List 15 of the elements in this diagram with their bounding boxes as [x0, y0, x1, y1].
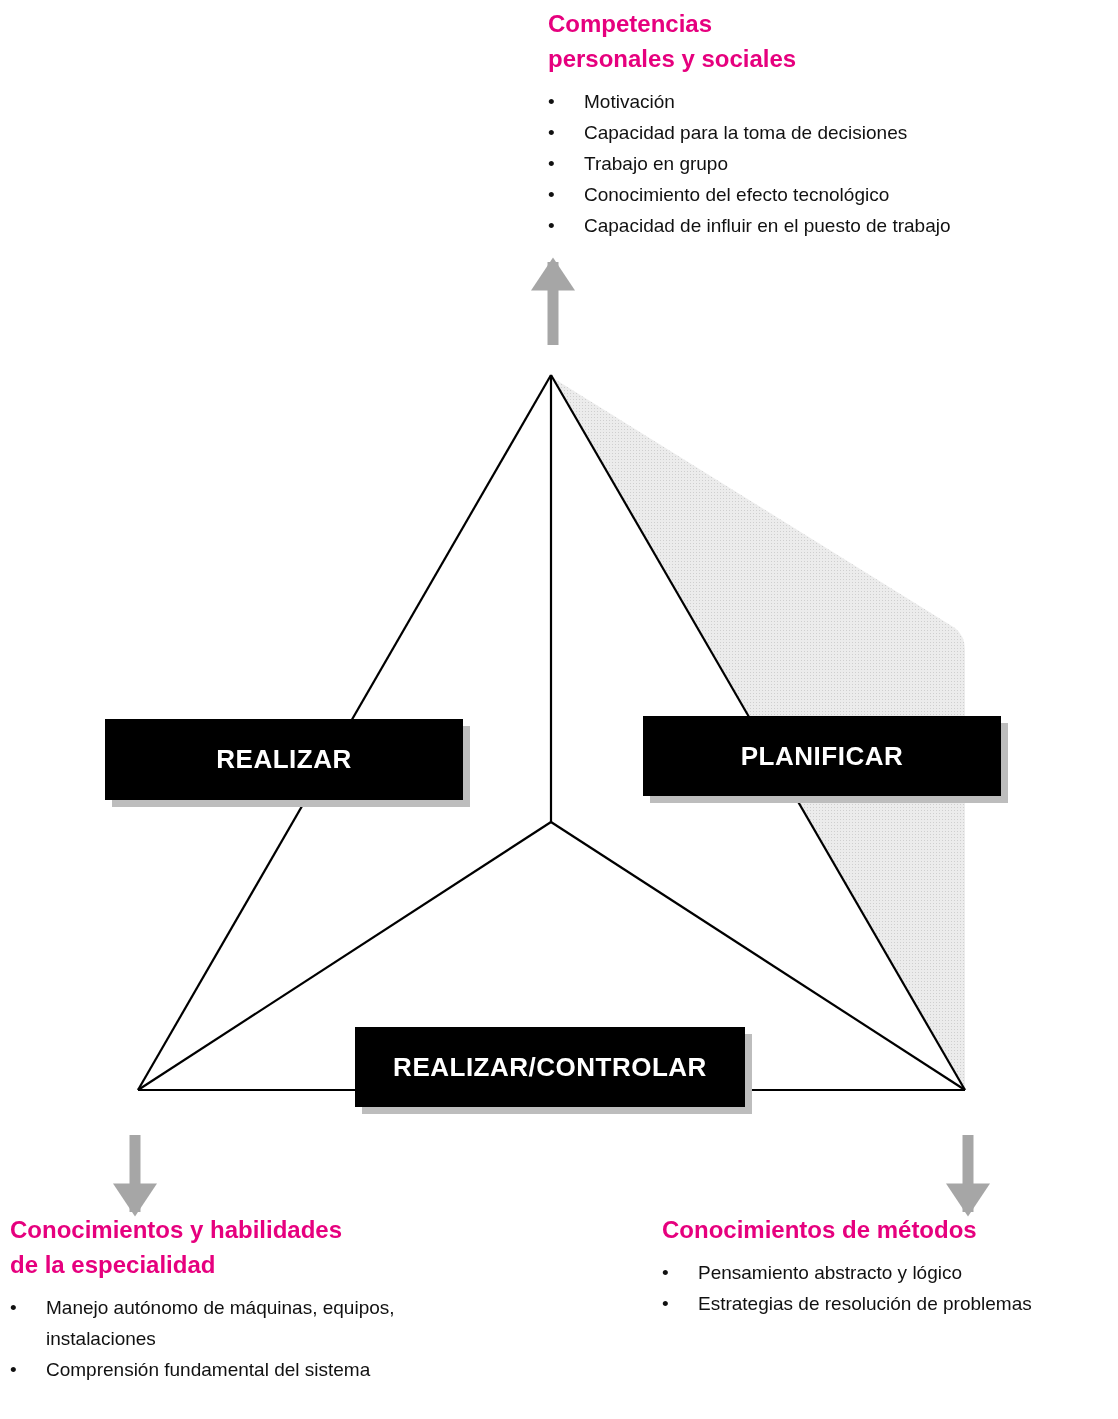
bullet-item: • Motivación	[548, 90, 676, 114]
bullet-item: • Estrategias de resolución de problemas	[662, 1292, 1033, 1316]
arrow	[946, 1135, 990, 1217]
bullet-item: • Trabajo en grupo	[548, 152, 729, 176]
bullet-item: • Pensamiento abstracto y lógico	[662, 1261, 964, 1285]
arrow	[531, 257, 575, 345]
arrow	[113, 1135, 157, 1217]
section-heading: Competencias personales y sociales	[548, 9, 798, 74]
section-heading: Conocimientos y habilidades de la especialidad	[10, 1215, 344, 1280]
bullet-item: • Manejo autónomo de máquinas, equipos, instalaciones	[10, 1296, 396, 1351]
bullet-item: • Comprensión fundamental del sistema	[10, 1358, 372, 1382]
bullet-item: • Capacidad de influir en el puesto de trabajo	[548, 214, 952, 238]
bullet-item: • Capacidad para la toma de decisiones	[548, 121, 909, 145]
section-heading: Conocimientos de métodos	[662, 1215, 978, 1245]
bullet-item: • Conocimiento del efecto tecnológico	[548, 183, 891, 207]
